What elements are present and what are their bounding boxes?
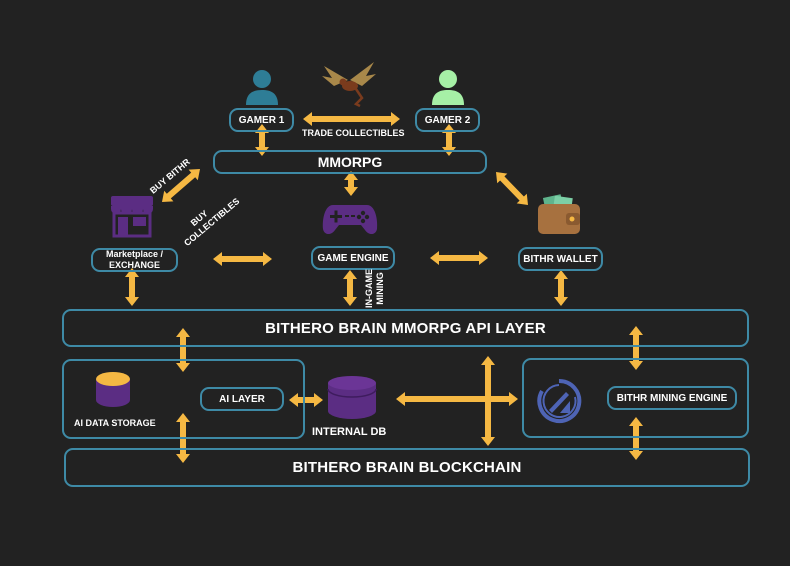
wallet-api-arrow bbox=[554, 270, 568, 306]
gamer1-mmorpg-arrow bbox=[255, 124, 269, 156]
wallet-icon bbox=[538, 194, 580, 234]
mmorpg-engine-arrow bbox=[344, 171, 358, 196]
api-blockchain-arrow bbox=[481, 356, 495, 446]
user-icon bbox=[432, 70, 464, 105]
api-mining-arrow bbox=[629, 326, 643, 370]
engine-wallet-arrow bbox=[430, 251, 488, 265]
bithr-wallet-label: BITHR WALLET bbox=[523, 253, 598, 265]
buy-bithr-arrow bbox=[162, 169, 200, 202]
marketplace-node: Marketplace / EXCHANGE bbox=[91, 248, 178, 272]
marketplace-label-line1: Marketplace / bbox=[105, 249, 164, 259]
blockchain-node: BITHERO BRAIN BLOCKCHAIN bbox=[64, 448, 750, 487]
ai-layer-node: AI LAYER bbox=[200, 387, 284, 411]
storefront-icon bbox=[111, 196, 153, 238]
database-icon bbox=[96, 372, 130, 407]
blockchain-label: BITHERO BRAIN BLOCKCHAIN bbox=[292, 459, 522, 476]
mmorpg-label: MMORPG bbox=[317, 154, 383, 170]
gamer-2-label: GAMER 2 bbox=[424, 114, 471, 126]
game-engine-label: GAME ENGINE bbox=[317, 252, 389, 264]
mining-engine-label: BITHR MINING ENGINE bbox=[616, 392, 728, 404]
user-icon bbox=[246, 70, 278, 105]
in-game-mining-line1: IN-GAME bbox=[364, 269, 374, 308]
internal-db-label: INTERNAL DB bbox=[312, 426, 387, 438]
mining-blockchain-arrow bbox=[629, 417, 643, 460]
mining-group bbox=[522, 358, 749, 438]
market-api-arrow bbox=[125, 268, 139, 306]
game-engine-node: GAME ENGINE bbox=[311, 246, 395, 270]
marketplace-label-line2: EXCHANGE bbox=[108, 260, 160, 270]
gamer-2-node: GAMER 2 bbox=[415, 108, 480, 132]
ai-layer-label: AI LAYER bbox=[219, 393, 265, 405]
api-ai-arrow bbox=[176, 328, 190, 372]
in-game-mining-line2: MINING bbox=[375, 272, 385, 305]
in-game-mining-label: IN-GAME MINING bbox=[364, 269, 386, 308]
ai-data-storage-label: AI DATA STORAGE bbox=[74, 418, 156, 428]
gamer-1-label: GAMER 1 bbox=[238, 114, 285, 126]
gamepad-icon bbox=[322, 205, 378, 235]
market-engine-arrow bbox=[213, 252, 272, 266]
bithr-wallet-node: BITHR WALLET bbox=[518, 247, 603, 271]
ai-db-arrow bbox=[289, 393, 323, 407]
trade-arrow bbox=[303, 112, 400, 126]
ai-group bbox=[62, 359, 305, 439]
gamer2-mmorpg-arrow bbox=[442, 124, 456, 156]
dragon-icon bbox=[322, 62, 376, 108]
mining-engine-node: BITHR MINING ENGINE bbox=[607, 386, 737, 410]
gamer-1-node: GAMER 1 bbox=[229, 108, 294, 132]
engine-api-arrow bbox=[343, 270, 357, 306]
mmorpg-wallet-arrow bbox=[496, 172, 528, 205]
mining-icon bbox=[537, 378, 582, 423]
database-icon bbox=[327, 376, 377, 419]
trade-collectibles-label: TRADE COLLECTIBLES bbox=[302, 128, 405, 138]
api-layer-label: BITHERO BRAIN MMORPG API LAYER bbox=[265, 319, 546, 337]
mmorpg-node: MMORPG bbox=[213, 150, 487, 174]
api-layer-node: BITHERO BRAIN MMORPG API LAYER bbox=[62, 309, 749, 347]
db-mining-arrow bbox=[396, 392, 518, 406]
